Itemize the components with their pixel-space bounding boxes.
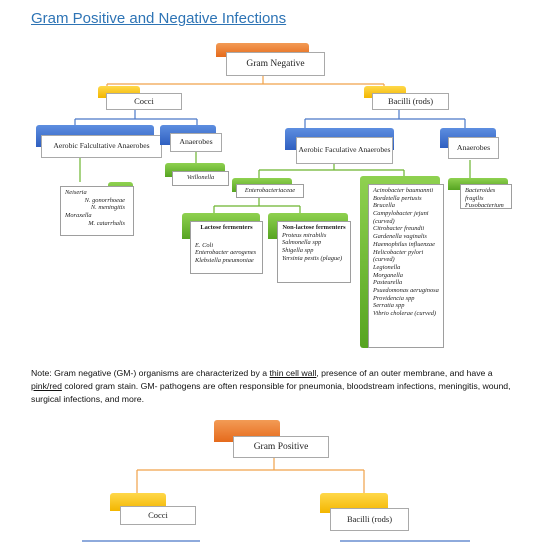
gn-cocci-box: Cocci [106, 93, 182, 110]
list-item: Gardenella vaginalis [373, 233, 427, 241]
lactose-header: Lactose fermenters [200, 224, 253, 231]
note-text: , presence of an outer membrane, and hav… [316, 368, 493, 378]
list-item: M. catarrhalis [88, 219, 125, 227]
list-item: Vibrio cholerae (curved) [373, 310, 437, 317]
list-item: Morganella [373, 271, 403, 279]
list-item: Pasteurella [373, 279, 403, 287]
non-lactose-header: Non-lactose fermenters [282, 224, 346, 231]
gn-cocci-aerobic-box: Aerobic Falcultative Anaerobes [41, 135, 162, 158]
note-text: Note: Gram negative (GM-) organisms are … [31, 368, 270, 378]
list-item: N. meningitis [90, 204, 125, 212]
list-item: Brucella [373, 202, 396, 210]
list-item: Neiseria [65, 189, 87, 196]
gram-negative-box: Gram Negative [226, 52, 325, 76]
gn-cocci-anaerobes-box: Anaerobes [170, 133, 222, 152]
enterobacteriaceae-box: Enterobacteriaceae [236, 184, 304, 198]
list-item: Enterobacter aerogenes [195, 249, 257, 257]
gn-cocci-anaerobes-list: Veillonella [172, 171, 229, 186]
gram-positive-box: Gram Positive [233, 436, 329, 458]
note-underline-thin-cell-wall: thin cell wall [269, 368, 317, 378]
list-item: Citrobacter freundii [373, 225, 425, 233]
gn-bacilli-aerobic-box: Aerobic Faculative Anaerobes [296, 137, 393, 164]
list-item: Haemophilus influenzae [373, 240, 435, 248]
list-item: Serratia spp [373, 302, 405, 310]
list-item: Psuedomonas aeruginosa [373, 286, 439, 294]
gn-bacilli-anaerobes-box: Anaerobes [448, 137, 499, 159]
list-item: E. Coli [195, 241, 214, 249]
list-item: Bacteroides fragilis [465, 187, 496, 202]
list-item: Fusobacterium [465, 202, 504, 210]
list-item: Providencia spp [373, 294, 415, 302]
other-bacilli-list: Acinobacter baumannii Bordetella pertusi… [368, 184, 444, 348]
list-item: N. gonorrhoeae [84, 196, 125, 204]
list-item: Proteus mirabilis [282, 231, 327, 239]
gp-bacilli-box: Bacilli (rods) [330, 508, 409, 531]
list-item: Bordetella pertusis [373, 194, 422, 202]
list-item: Yersinia pestis (plague) [282, 254, 343, 262]
list-item: Salmonella spp [282, 239, 322, 247]
list-item: Acinobacter baumannii [373, 187, 434, 194]
note-text: colored gram stain. GM- pathogens are of… [31, 381, 511, 404]
list-item: Helicobacter pylori (curved) [373, 248, 424, 264]
list-item: Veillonella [186, 174, 215, 181]
gn-bacilli-box: Bacilli (rods) [372, 93, 449, 110]
list-item: Legionella [373, 263, 401, 271]
note-underline-pink-red: pink/red [31, 381, 62, 391]
list-item: Campylobacter jejuni (curved) [373, 210, 429, 225]
gn-cocci-aerobic-list: Neiseria N. gonorrhoeae N. meningitis Mo… [60, 186, 134, 236]
gn-bacilli-anaerobes-list: Bacteroides fragilis Fusobacterium [460, 184, 512, 209]
lactose-fermenters-box: Lactose fermenters E. Coli Enterobacter … [190, 221, 263, 274]
page-title: Gram Positive and Negative Infections [31, 10, 287, 27]
list-item: Klebsiella pneumoniae [195, 257, 254, 265]
gp-cocci-box: Cocci [120, 506, 196, 525]
note-paragraph: Note: Gram negative (GM-) organisms are … [31, 367, 521, 406]
non-lactose-fermenters-box: Non-lactose fermenters Proteus mirabilis… [277, 221, 351, 283]
list-item: Moraxella [65, 212, 92, 220]
list-item: Shigella spp [282, 247, 314, 255]
